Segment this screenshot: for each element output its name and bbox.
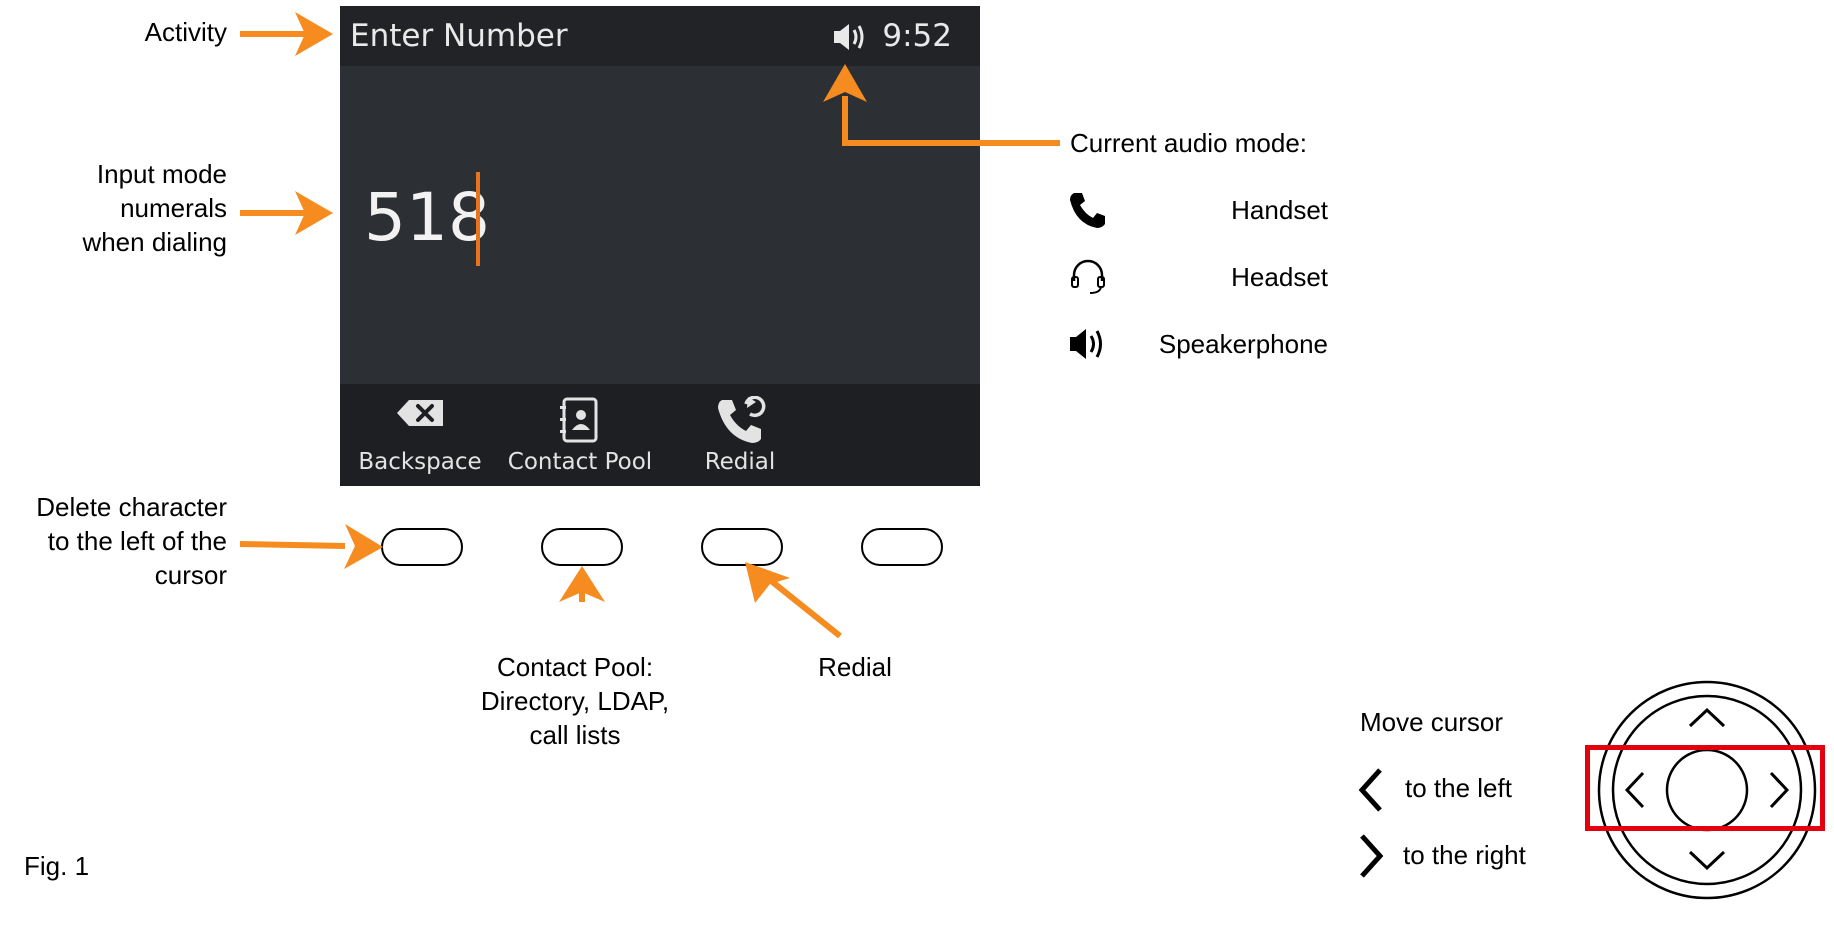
softkey-label: Redial bbox=[704, 449, 776, 475]
softkey-contact-pool[interactable]: Contact Pool bbox=[500, 384, 660, 486]
label-delete-2: to the left of the bbox=[47, 526, 227, 556]
label-input-mode-3: when dialing bbox=[82, 227, 227, 257]
arrow-activity bbox=[295, 12, 333, 56]
legend-speakerphone: Speakerphone bbox=[1068, 324, 1328, 364]
backspace-icon bbox=[394, 396, 446, 435]
nav-right-arrow bbox=[1769, 771, 1790, 809]
chevron-left-icon bbox=[1356, 766, 1386, 819]
label-input-mode-2: numerals bbox=[120, 193, 227, 223]
label-contact-pool-1: Contact Pool: bbox=[496, 652, 654, 682]
speaker-icon bbox=[832, 20, 876, 59]
arrow-redial bbox=[745, 562, 790, 603]
figure-caption: Fig. 1 bbox=[24, 851, 90, 881]
softkey-label: Backspace bbox=[358, 449, 482, 475]
phone-screen: Enter Number 9:52 518 Backspace bbox=[340, 6, 980, 486]
clock: 9:52 bbox=[882, 18, 952, 54]
handset-icon bbox=[1068, 190, 1108, 235]
legend-handset: Handset bbox=[1068, 190, 1328, 230]
contact-book-icon bbox=[558, 396, 602, 449]
arrow-delete-char bbox=[344, 524, 383, 569]
label-contact-pool-2: Directory, LDAP, bbox=[480, 686, 670, 716]
dialed-number: 518 bbox=[364, 179, 490, 256]
label-delete-1: Delete character bbox=[36, 492, 227, 522]
legend-label: Handset bbox=[1231, 195, 1328, 225]
legend-label: Headset bbox=[1231, 262, 1328, 292]
status-bar: Enter Number 9:52 bbox=[340, 6, 980, 66]
arrow-input-mode bbox=[295, 191, 333, 235]
nav-down-arrow bbox=[1688, 850, 1726, 871]
label-audio-mode-title: Current audio mode: bbox=[1070, 128, 1308, 158]
softkey-backspace[interactable]: Backspace bbox=[340, 384, 500, 486]
hardware-softkey-3[interactable] bbox=[701, 528, 783, 566]
nav-left-arrow bbox=[1624, 771, 1645, 809]
softkey-bar: Backspace Contact Pool bbox=[340, 384, 980, 486]
label-move-cursor: Move cursor bbox=[1360, 707, 1504, 737]
speaker-icon bbox=[1068, 324, 1114, 369]
arrow-audio-mode bbox=[823, 64, 867, 102]
legend-label: Speakerphone bbox=[1158, 329, 1328, 359]
hardware-softkey-2[interactable] bbox=[541, 528, 623, 566]
highlight-box bbox=[1585, 745, 1825, 831]
hardware-softkey-4[interactable] bbox=[861, 528, 943, 566]
arrow-contact-pool bbox=[559, 566, 605, 602]
label-to-right: to the right bbox=[1403, 840, 1526, 870]
headset-icon bbox=[1068, 257, 1108, 302]
label-activity: Activity bbox=[144, 17, 227, 47]
label-input-mode-1: Input mode bbox=[96, 159, 227, 189]
hardware-softkey-1[interactable] bbox=[381, 528, 463, 566]
navigation-pad[interactable] bbox=[1596, 680, 1818, 900]
redial-icon bbox=[714, 395, 766, 451]
text-cursor bbox=[476, 172, 480, 266]
label-redial: Redial bbox=[818, 652, 892, 682]
chevron-right-icon bbox=[1356, 832, 1386, 885]
softkey-redial[interactable]: Redial bbox=[660, 384, 820, 486]
nav-up-arrow bbox=[1688, 707, 1726, 728]
softkey-label: Contact Pool bbox=[507, 449, 653, 475]
activity-title: Enter Number bbox=[350, 18, 568, 54]
label-contact-pool-3: call lists bbox=[529, 720, 621, 750]
label-delete-3: cursor bbox=[154, 560, 227, 590]
label-to-left: to the left bbox=[1405, 773, 1512, 803]
legend-headset: Headset bbox=[1068, 257, 1328, 297]
